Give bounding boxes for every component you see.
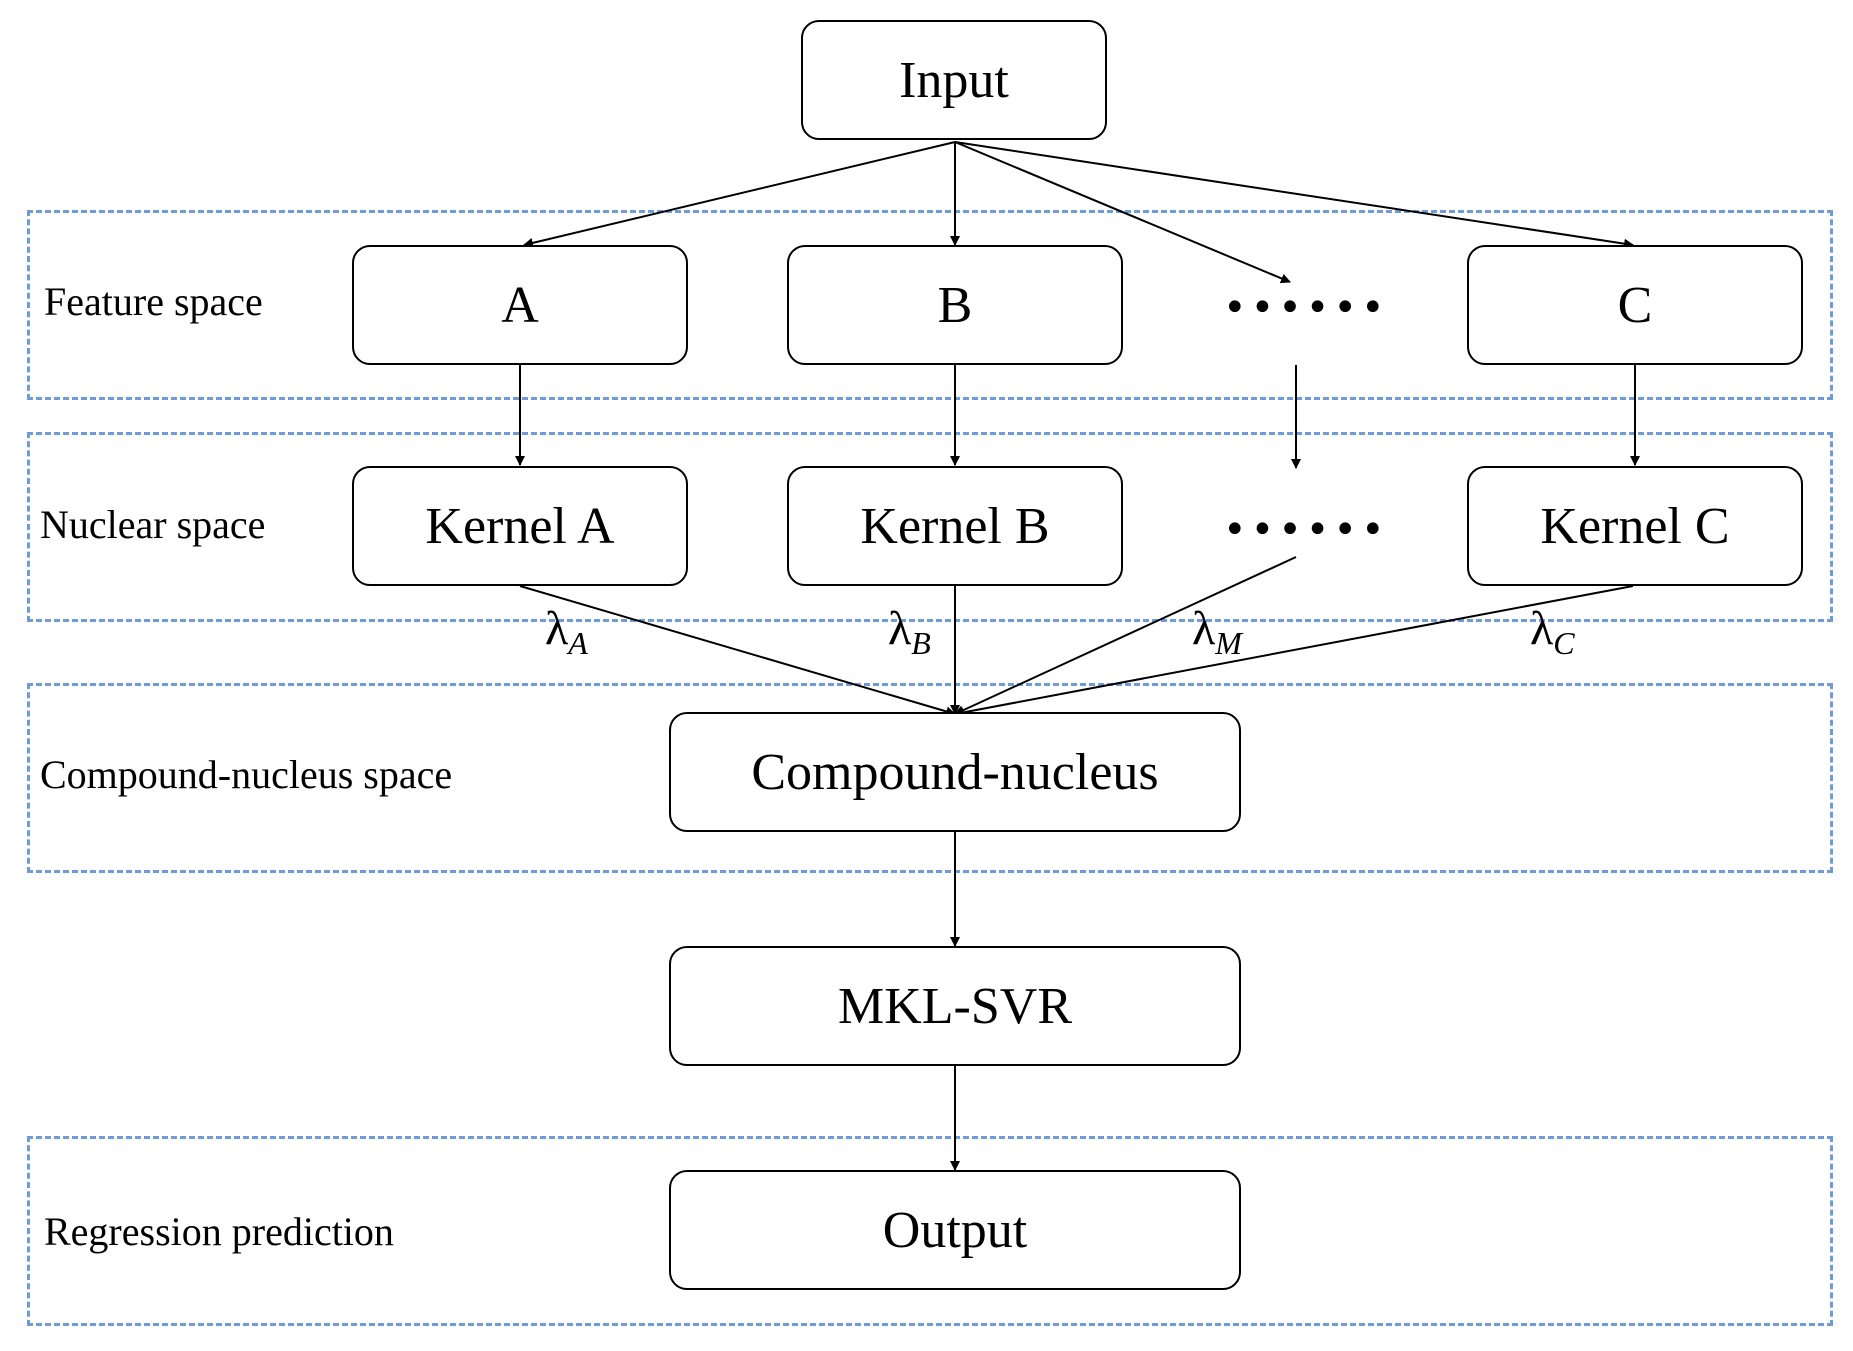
feature-ellipsis: •••••• xyxy=(1223,285,1389,331)
regression-prediction-region xyxy=(27,1136,1833,1326)
mkl-svr-node: MKL-SVR xyxy=(669,946,1241,1066)
kernel-b-node: Kernel B xyxy=(787,466,1123,586)
arrow-input-to-a xyxy=(523,141,956,248)
feature-b-node: B xyxy=(787,245,1123,365)
arrow-kernel-a-to-compound xyxy=(519,585,956,717)
weight-lambda-m: λM xyxy=(1192,602,1242,661)
lambda-symbol: λ xyxy=(545,602,569,655)
compound-nucleus-node: Compound-nucleus xyxy=(669,712,1241,832)
lambda-symbol: λ xyxy=(888,602,912,655)
arrow-input-to-ellipsis xyxy=(954,141,1291,284)
lambda-symbol: λ xyxy=(1192,602,1216,655)
arrow-input-to-c xyxy=(954,141,1634,249)
lambda-subscript: A xyxy=(568,625,588,661)
arrow-kernel-c-to-compound xyxy=(954,585,1634,718)
feature-space-region xyxy=(27,210,1833,400)
lambda-symbol: λ xyxy=(1530,602,1554,655)
weight-lambda-a: λA xyxy=(545,602,588,661)
output-node: Output xyxy=(669,1170,1241,1290)
input-node: Input xyxy=(801,20,1107,140)
feature-space-label: Feature space xyxy=(44,279,263,324)
kernel-a-node: Kernel A xyxy=(352,466,688,586)
feature-c-node: C xyxy=(1467,245,1803,365)
nuclear-space-region xyxy=(27,432,1833,622)
feature-a-node: A xyxy=(352,245,688,365)
compound-nucleus-space-region xyxy=(27,683,1833,873)
lambda-subscript: M xyxy=(1215,625,1242,661)
nuclear-space-label: Nuclear space xyxy=(40,502,266,547)
lambda-subscript: B xyxy=(911,625,931,661)
kernel-ellipsis: •••••• xyxy=(1223,507,1389,553)
kernel-c-node: Kernel C xyxy=(1467,466,1803,586)
weight-lambda-c: λC xyxy=(1530,602,1575,661)
lambda-subscript: C xyxy=(1553,625,1575,661)
compound-nucleus-space-label: Compound-nucleus space xyxy=(40,752,453,797)
weight-lambda-b: λB xyxy=(888,602,931,661)
regression-prediction-label: Regression prediction xyxy=(44,1209,394,1254)
arrow-kernel-ellipsis-to-compound xyxy=(954,556,1297,715)
